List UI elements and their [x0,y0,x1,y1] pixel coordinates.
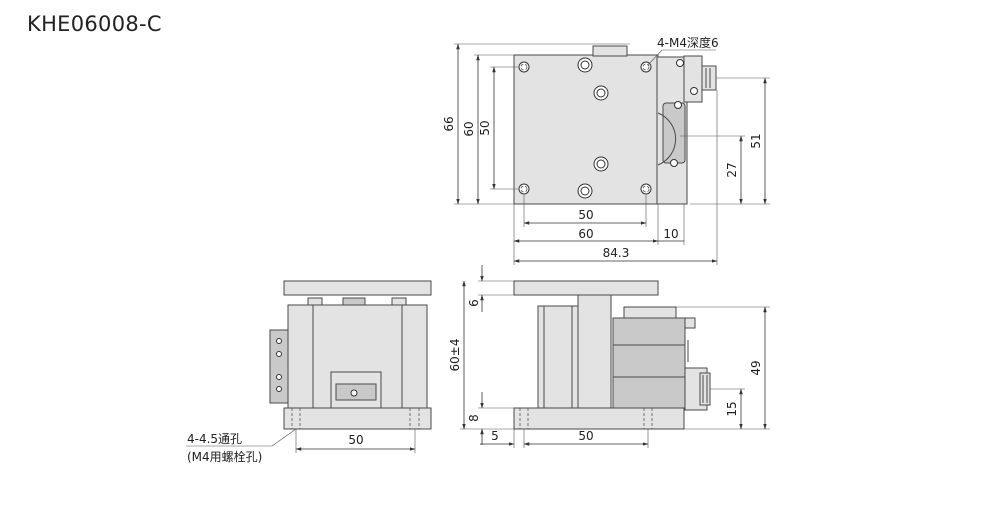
dim-84-3: 84.3 [603,246,630,260]
top-tab [592,45,628,57]
right-top-plate [513,280,659,296]
right-base-plate [513,407,685,430]
micrometer-housing [662,102,686,164]
dim-bottom-50: 50 [578,208,593,222]
dim-27: 27 [725,162,739,177]
knob [701,65,717,91]
side-view-left: 50 4-4.5通孔 (M4用螺栓孔) [186,280,432,464]
top-plate [283,280,432,296]
base-plate [283,407,432,430]
dim-6: 6 [467,299,481,307]
dim-60: 60 [462,121,476,136]
dim-right-50: 50 [578,429,593,443]
dim-left-50: 50 [348,433,363,447]
dim-66: 66 [442,116,456,131]
callout-tapped-holes: 4-M4深度6 [657,35,719,50]
dim-50: 50 [478,120,492,135]
dim-bottom-60: 60 [578,227,593,241]
dim-5: 5 [491,429,499,443]
side-view-right: 6 60±4 8 5 50 49 15 [448,265,770,448]
stage-table [513,54,659,205]
dim-51: 51 [749,133,763,148]
callout-bolt-holes: (M4用螺栓孔) [187,449,262,464]
micrometer-body [612,317,686,409]
top-view: 66 60 50 50 60 10 84.3 51 27 4-M4深度 [442,35,770,265]
dim-10: 10 [663,227,678,241]
counterbore-holes [577,57,609,199]
side-micrometer [269,329,289,404]
clamp-block [683,55,703,103]
dim-15: 15 [725,401,739,416]
dim-60-pm4: 60±4 [448,339,462,372]
dim-49: 49 [749,360,763,375]
drawing-title: KHE06008-C [27,12,162,36]
callout-through-holes: 4-4.5通孔 [187,432,242,446]
vertical-column [577,294,612,409]
dim-8: 8 [467,414,481,422]
right-body [537,305,579,409]
